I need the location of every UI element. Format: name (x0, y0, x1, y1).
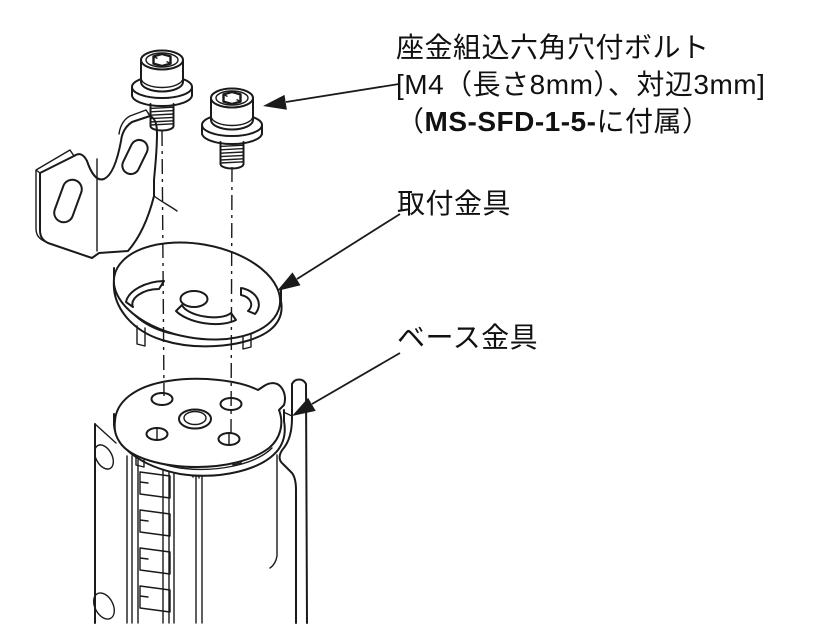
bolt-centerline-right (230, 166, 233, 437)
model-number: MS-SFD-1-5- (424, 106, 597, 137)
label-bolt-line1: 座金組込六角穴付ボルト (396, 32, 710, 63)
arrowhead-icon (277, 272, 301, 291)
label-bolt-line2: [M4（長さ8mm）、対辺3mm] (396, 69, 766, 100)
label-bolt-line3: （MS-SFD-1-5-に付属） (396, 106, 711, 137)
mounting-bracket-drawing (35, 109, 283, 350)
leader-base (292, 352, 401, 416)
base-fitting-drawing (92, 377, 308, 624)
arrowhead-icon (263, 94, 287, 110)
bolt-centerline-left (161, 130, 165, 397)
leader-bolt (263, 83, 400, 110)
leader-bracket (277, 213, 401, 291)
label-base: ベース金具 (397, 322, 539, 353)
socket-bolt-right-drawing (200, 87, 264, 170)
arrowhead-icon (292, 397, 316, 416)
label-bolt: 座金組込六角穴付ボルト [M4（長さ8mm）、対辺3mm] （MS-SFD-1-… (396, 29, 765, 140)
label-bracket: 取付金具 (397, 188, 512, 219)
